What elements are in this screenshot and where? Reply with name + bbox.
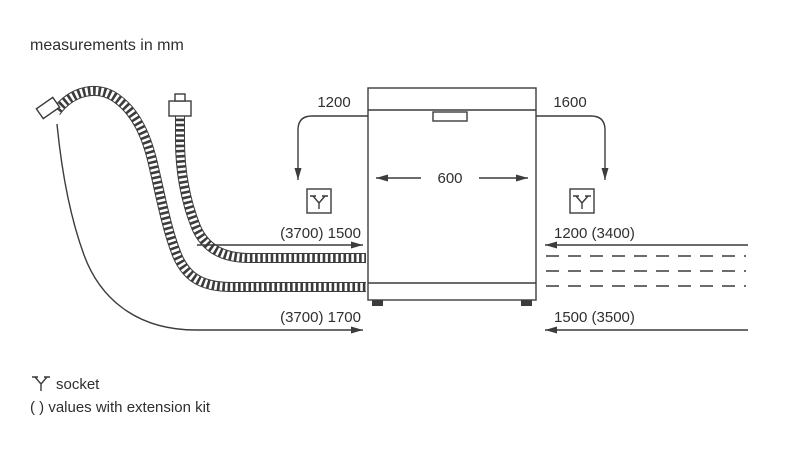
cord-right-dimension: 1600 [536, 94, 609, 180]
dim-hose-right-lower-label: 1500 (3500) [554, 309, 635, 326]
dishwasher-foot-right [521, 300, 532, 306]
socket-icon-left [306, 188, 332, 214]
power-cable [56, 123, 363, 334]
dim-cord-right-label: 1600 [553, 94, 586, 111]
legend-socket-label: socket [56, 376, 100, 393]
supply-hose [168, 93, 366, 263]
dim-cord-left-label: 1200 [317, 94, 350, 111]
dishwasher [367, 87, 537, 306]
extension-dashed-lines [546, 255, 746, 287]
width-dimension: 600 [376, 170, 528, 187]
dishwasher-outline [367, 87, 537, 301]
legend: socket ( ) values with extension kit [30, 376, 211, 416]
hose-right-lower-dimension: 1500 (3500) [545, 309, 748, 334]
dishwasher-handle [432, 111, 468, 122]
socket-icon-right [569, 188, 595, 214]
legend-socket-icon [32, 376, 50, 391]
cord-left-arrow [294, 115, 368, 180]
cord-right-arrow [536, 115, 609, 180]
drain-hose-end-piece [35, 96, 61, 120]
drain-hose [35, 85, 366, 292]
cord-left-dimension: 1200 [294, 94, 368, 180]
dim-hose-left-label: (3700) 1500 [280, 225, 361, 242]
tap-connector-icon [168, 100, 192, 117]
legend-extension-note: ( ) values with extension kit [30, 399, 211, 416]
dim-hose-right-upper-label: 1200 (3400) [554, 225, 635, 242]
diagram-title: measurements in mm [30, 37, 184, 54]
hose-right-upper-dimension: 1200 (3400) [545, 225, 748, 249]
dim-cable-left-label: (3700) 1700 [280, 309, 361, 326]
dishwasher-foot-left [372, 300, 383, 306]
hose-left-dimension: (3700) 1500 [197, 225, 363, 249]
dim-width-label: 600 [437, 170, 462, 187]
tap-connector-cap [174, 93, 186, 102]
